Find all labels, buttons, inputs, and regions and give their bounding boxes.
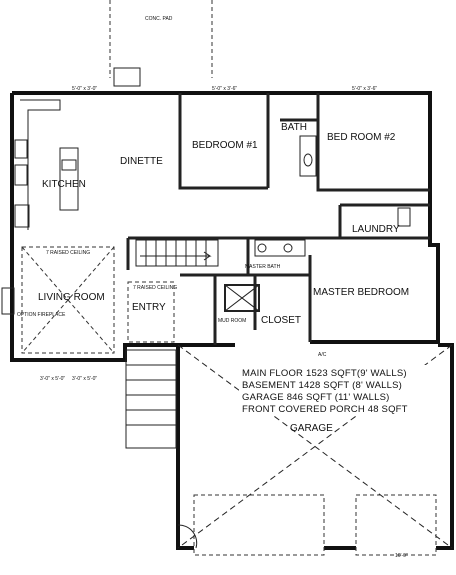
label-kitchen: KITCHEN bbox=[42, 179, 86, 190]
staircase bbox=[135, 239, 219, 267]
label-closet: CLOSET bbox=[261, 315, 301, 326]
summary-porch: FRONT COVERED PORCH 48 SQFT bbox=[242, 404, 408, 415]
dim-window-3: 5'-0" x 3'-6" bbox=[352, 86, 377, 92]
label-laundry: LAUNDRY bbox=[352, 224, 400, 235]
dim-window-5: 3'-0" x 5'-0" bbox=[72, 376, 97, 382]
label-entry: ENTRY bbox=[132, 302, 166, 313]
label-garage: GARAGE bbox=[290, 423, 333, 434]
label-bath: BATH bbox=[281, 122, 307, 133]
label-raised-ceiling-living: 7 RAISED CEILING bbox=[46, 250, 90, 256]
dim-window-1: 5'-0" x 3'-0" bbox=[72, 86, 97, 92]
summary-basement: BASEMENT 1428 SQFT (8' WALLS) bbox=[242, 380, 402, 391]
entry-details bbox=[127, 281, 175, 343]
label-fireplace: OPTION FIREPLACE bbox=[17, 312, 66, 318]
living-room-details bbox=[1, 246, 115, 354]
dim-garage-door: 16'-0" bbox=[395, 553, 408, 559]
label-ac: A/C bbox=[318, 352, 327, 358]
label-dinette: DINETTE bbox=[120, 156, 163, 167]
porch-steps bbox=[125, 349, 177, 449]
dim-window-4: 3'-0" x 5'-0" bbox=[40, 376, 65, 382]
concrete-pad bbox=[109, 0, 213, 87]
label-conc-pad: CONC. PAD bbox=[145, 16, 173, 22]
kitchen-fixtures bbox=[14, 99, 79, 230]
bath-fixtures bbox=[254, 135, 411, 257]
dim-window-2: 5'-0" x 3'-6" bbox=[212, 86, 237, 92]
label-bedroom-1: BEDROOM #1 bbox=[192, 140, 258, 151]
label-bedroom-2: BED ROOM #2 bbox=[327, 132, 396, 143]
interior-walls bbox=[126, 93, 430, 345]
closet-box bbox=[224, 284, 260, 312]
summary-garage: GARAGE 846 SQFT (11' WALLS) bbox=[242, 392, 389, 403]
label-raised-ceiling-entry: 7 RAISED CEILING bbox=[133, 285, 177, 291]
label-master-bedroom: MASTER BEDROOM bbox=[313, 287, 409, 298]
label-mud-room: MUD ROOM bbox=[218, 318, 246, 324]
summary-main-floor: MAIN FLOOR 1523 SQFT(9' WALLS) bbox=[242, 368, 407, 379]
garage-structure bbox=[176, 343, 454, 556]
label-living-room: LIVING ROOM bbox=[38, 292, 105, 303]
exterior-walls bbox=[10, 91, 440, 362]
label-master-bath: MASTER BATH bbox=[245, 264, 281, 270]
area-summary: MAIN FLOOR 1523 SQFT(9' WALLS) BASEMENT … bbox=[239, 365, 429, 415]
